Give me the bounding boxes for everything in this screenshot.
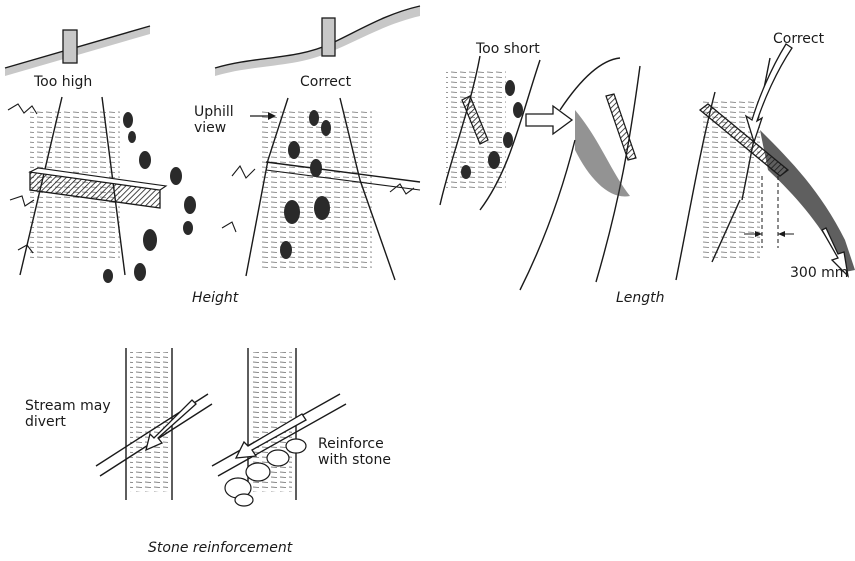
label-too-short: Too short <box>476 41 540 57</box>
sketch-too-short <box>440 56 640 290</box>
label-uphill-view: Uphill view <box>194 104 234 136</box>
sketch-stream-divert <box>96 348 212 500</box>
label-correct-height: Correct <box>300 74 351 90</box>
sketch-correct-length <box>676 44 855 280</box>
label-stream-may-divert: Stream may divert <box>25 398 111 430</box>
profile-correct-height <box>215 6 420 76</box>
label-reinforce-with-stone: Reinforce with stone <box>318 436 391 468</box>
sketch-correct-height <box>222 98 420 280</box>
label-too-high: Too high <box>34 74 92 90</box>
sketch-reinforce-stone <box>212 348 346 506</box>
label-correct-length: Correct <box>773 31 824 47</box>
sketch-too-high <box>8 97 196 283</box>
caption-length: Length <box>616 290 665 306</box>
profile-too-high <box>5 26 150 76</box>
caption-height: Height <box>192 290 238 306</box>
caption-stone-reinforcement: Stone reinforcement <box>148 540 292 556</box>
label-dimension: 300 mm <box>790 265 848 281</box>
